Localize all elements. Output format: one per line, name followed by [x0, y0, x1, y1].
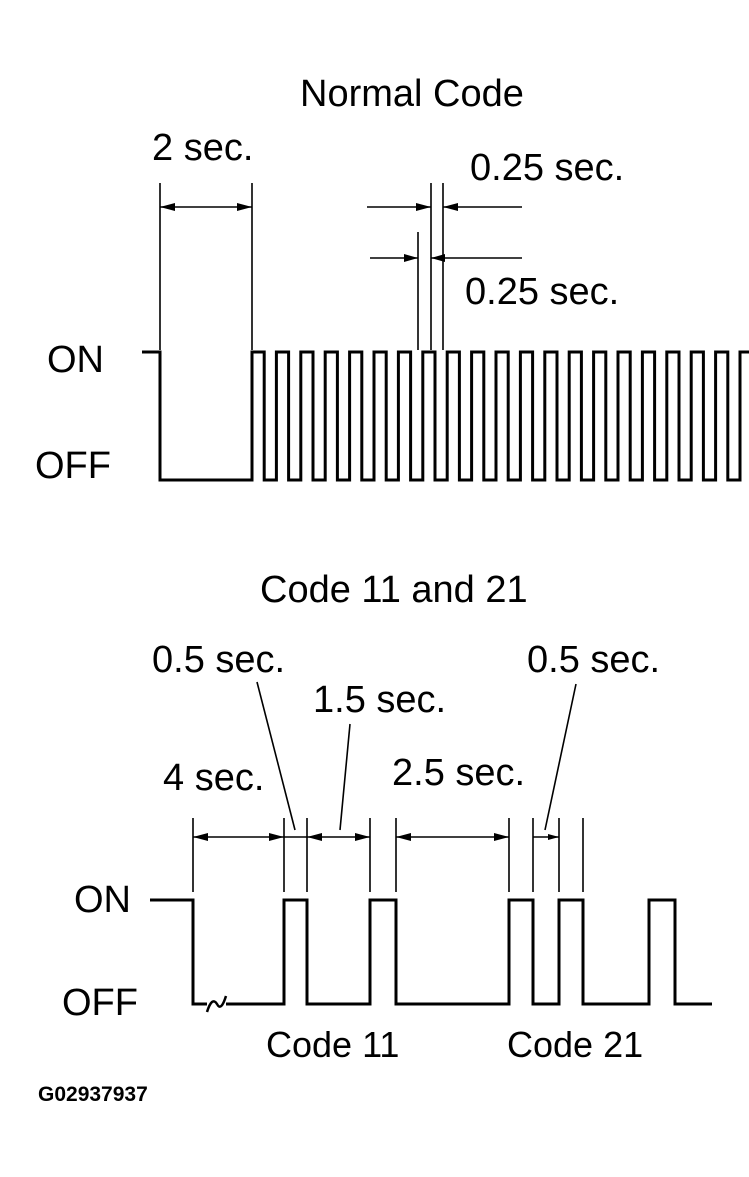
codes-15-arrow-right: [355, 833, 370, 841]
codes-15-leader: [339, 723, 351, 831]
codes-4sec-arrow-right: [269, 833, 284, 841]
codes-05-b-arrow-right: [548, 834, 559, 840]
codes-25-label: 2.5 sec.: [392, 752, 525, 794]
normal-code-section: Normal Code 2 sec. 0.25 sec. 0.25 sec. O…: [35, 73, 749, 487]
codes-05-label-a: 0.5 sec.: [152, 639, 285, 681]
codes-15-arrow-left: [307, 833, 322, 841]
code-21-label: Code 21: [507, 1024, 643, 1065]
codes-05-b-leader: [544, 683, 577, 831]
normal-2sec-label: 2 sec.: [152, 127, 253, 169]
normal-2sec-arrow-right: [237, 203, 252, 211]
codes-05-a-leader: [256, 681, 296, 831]
normal-on-label: ON: [47, 339, 104, 381]
codes-15-label: 1.5 sec.: [313, 679, 446, 721]
codes-on-label: ON: [74, 879, 131, 921]
normal-025-off-label: 0.25 sec.: [465, 271, 619, 313]
normal-025-on-arrow-left: [416, 203, 431, 211]
code-11-label: Code 11: [266, 1024, 399, 1065]
codes-05-label-b: 0.5 sec.: [527, 639, 660, 681]
codes-title: Code 11 and 21: [260, 569, 528, 611]
figure-id: G02937937: [38, 1083, 148, 1106]
normal-025-off-arrow-left: [404, 254, 418, 262]
normal-025-on-arrow-right: [443, 203, 458, 211]
time-break-mark: [205, 995, 228, 1013]
codes-25-arrow-left: [396, 833, 411, 841]
codes-4sec-label: 4 sec.: [163, 757, 264, 799]
code-11-21-waveform: [150, 898, 712, 1006]
normal-code-title: Normal Code: [300, 73, 524, 115]
normal-025-on-label: 0.25 sec.: [470, 147, 624, 189]
codes-4sec-arrow-left: [193, 833, 208, 841]
codes-25-arrow-right: [494, 833, 509, 841]
normal-2sec-arrow-left: [160, 203, 175, 211]
codes-off-label: OFF: [62, 982, 138, 1024]
code-11-21-section: Code 11 and 21 0.5 sec. 1.5 sec. 0.5 sec…: [62, 569, 712, 1065]
normal-code-waveform: [142, 350, 749, 482]
normal-025-off-arrow-right: [431, 254, 445, 262]
normal-off-label: OFF: [35, 445, 111, 487]
